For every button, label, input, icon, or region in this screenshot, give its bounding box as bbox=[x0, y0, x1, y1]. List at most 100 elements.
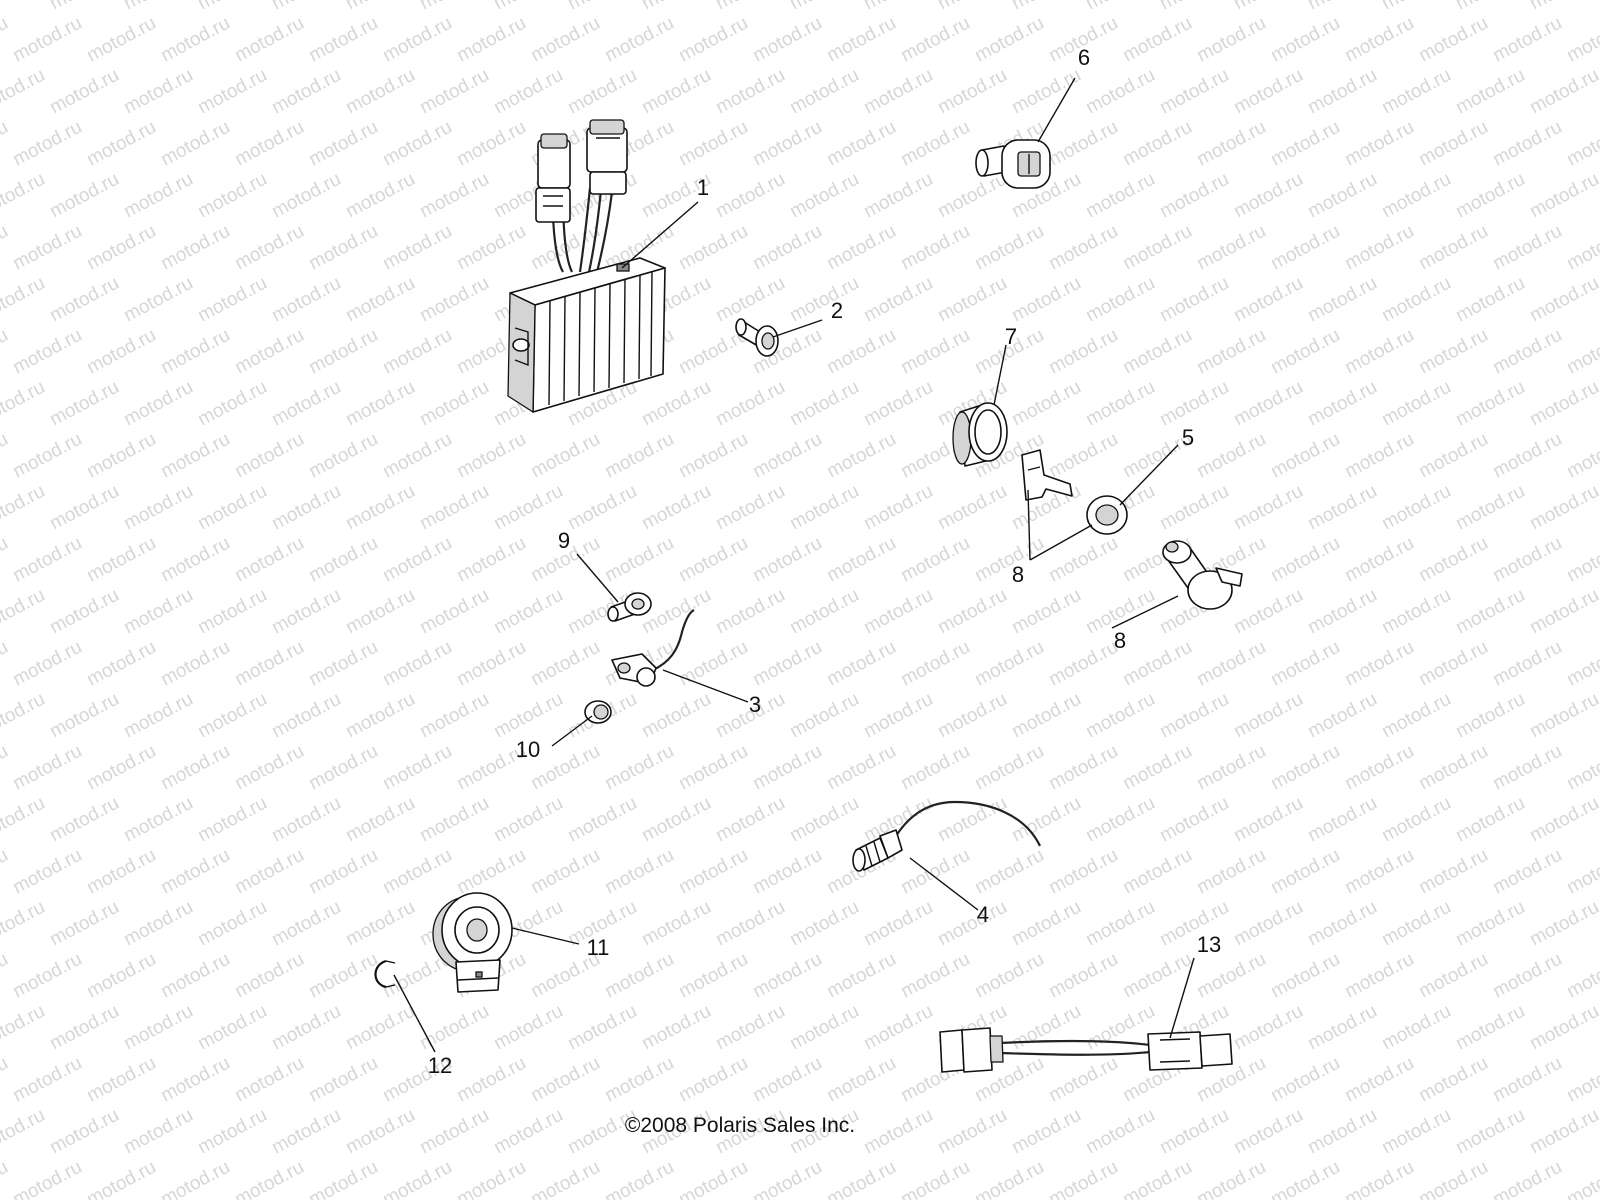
watermark-text: motod.ru bbox=[823, 13, 899, 67]
watermark-text: motod.ru bbox=[860, 0, 936, 14]
watermark-text: motod.ru bbox=[453, 533, 529, 587]
watermark-text: motod.ru bbox=[0, 13, 12, 67]
watermark-text: motod.ru bbox=[1119, 741, 1195, 795]
watermark-text: motod.ru bbox=[453, 117, 529, 171]
watermark-text: motod.ru bbox=[416, 65, 492, 119]
watermark-text: motod.ru bbox=[1045, 949, 1121, 1003]
watermark-text: motod.ru bbox=[712, 793, 788, 847]
watermark-text: motod.ru bbox=[194, 65, 270, 119]
watermark-text: motod.ru bbox=[1045, 741, 1121, 795]
watermark-text: motod.ru bbox=[490, 65, 566, 119]
watermark-text: motod.ru bbox=[1452, 1001, 1528, 1055]
callout-2: 2 bbox=[831, 298, 843, 323]
watermark-text: motod.ru bbox=[379, 13, 455, 67]
watermark-text: motod.ru bbox=[897, 117, 973, 171]
watermark-text: motod.ru bbox=[1452, 169, 1528, 223]
watermark-text: motod.ru bbox=[1045, 637, 1121, 691]
watermark-text: motod.ru bbox=[305, 325, 381, 379]
watermark-text: motod.ru bbox=[453, 637, 529, 691]
watermark-text: motod.ru bbox=[1341, 741, 1417, 795]
watermark-text: motod.ru bbox=[0, 741, 12, 795]
watermark-text: motod.ru bbox=[83, 741, 159, 795]
watermark-text: motod.ru bbox=[860, 481, 936, 535]
watermark-text: motod.ru bbox=[157, 637, 233, 691]
watermark-text: motod.ru bbox=[46, 897, 122, 951]
watermark-text: motod.ru bbox=[823, 949, 899, 1003]
watermark-text: motod.ru bbox=[1526, 169, 1600, 223]
watermark-text: motod.ru bbox=[157, 845, 233, 899]
watermark-text: motod.ru bbox=[1119, 221, 1195, 275]
watermark-text: motod.ru bbox=[1563, 117, 1600, 171]
watermark-text: motod.ru bbox=[342, 273, 418, 327]
watermark-text: motod.ru bbox=[675, 429, 751, 483]
watermark-text: motod.ru bbox=[157, 1053, 233, 1107]
watermark-text: motod.ru bbox=[1119, 117, 1195, 171]
watermark-text: motod.ru bbox=[1304, 793, 1380, 847]
watermark-text: motod.ru bbox=[1341, 1157, 1417, 1200]
watermark-text: motod.ru bbox=[1563, 429, 1600, 483]
watermark-text: motod.ru bbox=[1156, 689, 1232, 743]
watermark-text: motod.ru bbox=[638, 585, 714, 639]
watermark-text: motod.ru bbox=[157, 429, 233, 483]
watermark-text: motod.ru bbox=[1119, 949, 1195, 1003]
watermark-text: motod.ru bbox=[1378, 481, 1454, 535]
watermark-text: motod.ru bbox=[1230, 897, 1306, 951]
watermark-text: motod.ru bbox=[638, 1001, 714, 1055]
watermark-text: motod.ru bbox=[786, 689, 862, 743]
watermark-text: motod.ru bbox=[1119, 1157, 1195, 1200]
watermark-text: motod.ru bbox=[0, 0, 49, 14]
watermark-text: motod.ru bbox=[342, 793, 418, 847]
watermark-text: motod.ru bbox=[83, 533, 159, 587]
watermark-text: motod.ru bbox=[675, 221, 751, 275]
watermark-text: motod.ru bbox=[268, 273, 344, 327]
watermark-text: motod.ru bbox=[749, 429, 825, 483]
watermark-text: motod.ru bbox=[1341, 1053, 1417, 1107]
watermark-text: motod.ru bbox=[231, 1157, 307, 1200]
watermark-text: motod.ru bbox=[453, 845, 529, 899]
watermark-text: motod.ru bbox=[1452, 481, 1528, 535]
watermark-text: motod.ru bbox=[9, 741, 85, 795]
watermark-text: motod.ru bbox=[1526, 1105, 1600, 1159]
watermark-text: motod.ru bbox=[601, 13, 677, 67]
part-1-voltage-regulator bbox=[507, 119, 666, 413]
watermark-text: motod.ru bbox=[934, 897, 1010, 951]
watermark-text: motod.ru bbox=[416, 377, 492, 431]
watermark-text: motod.ru bbox=[897, 949, 973, 1003]
watermark-text: motod.ru bbox=[46, 169, 122, 223]
watermark-text: motod.ru bbox=[1452, 0, 1528, 14]
watermark-text: motod.ru bbox=[1489, 949, 1565, 1003]
watermark-text: motod.ru bbox=[0, 585, 49, 639]
watermark-text: motod.ru bbox=[305, 117, 381, 171]
part-5-nut bbox=[1086, 495, 1128, 535]
watermark-text: motod.ru bbox=[860, 169, 936, 223]
watermark-text: motod.ru bbox=[971, 221, 1047, 275]
watermark-text: motod.ru bbox=[305, 1053, 381, 1107]
watermark-text: motod.ru bbox=[1230, 481, 1306, 535]
watermark-text: motod.ru bbox=[897, 13, 973, 67]
watermark-text: motod.ru bbox=[1526, 689, 1600, 743]
watermark-text: motod.ru bbox=[1341, 221, 1417, 275]
watermark-text: motod.ru bbox=[9, 117, 85, 171]
watermark-text: motod.ru bbox=[1156, 65, 1232, 119]
watermark-text: motod.ru bbox=[823, 1157, 899, 1200]
watermark-text: motod.ru bbox=[268, 0, 344, 14]
watermark-text: motod.ru bbox=[1045, 221, 1121, 275]
watermark-text: motod.ru bbox=[1452, 65, 1528, 119]
watermark-text: motod.ru bbox=[1563, 533, 1600, 587]
watermark-text: motod.ru bbox=[1563, 221, 1600, 275]
watermark-text: motod.ru bbox=[786, 793, 862, 847]
watermark-text: motod.ru bbox=[971, 845, 1047, 899]
watermark-text: motod.ru bbox=[305, 221, 381, 275]
watermark-text: motod.ru bbox=[1193, 325, 1269, 379]
watermark-text: motod.ru bbox=[83, 13, 159, 67]
callout-5: 5 bbox=[1182, 425, 1194, 450]
watermark-text: motod.ru bbox=[823, 325, 899, 379]
watermark-text: motod.ru bbox=[1489, 221, 1565, 275]
watermark-text: motod.ru bbox=[194, 897, 270, 951]
watermark-text: motod.ru bbox=[564, 793, 640, 847]
watermark-text: motod.ru bbox=[416, 0, 492, 14]
watermark-text: motod.ru bbox=[897, 221, 973, 275]
watermark-text: motod.ru bbox=[601, 533, 677, 587]
watermark-text: motod.ru bbox=[379, 1157, 455, 1200]
watermark-text: motod.ru bbox=[749, 117, 825, 171]
